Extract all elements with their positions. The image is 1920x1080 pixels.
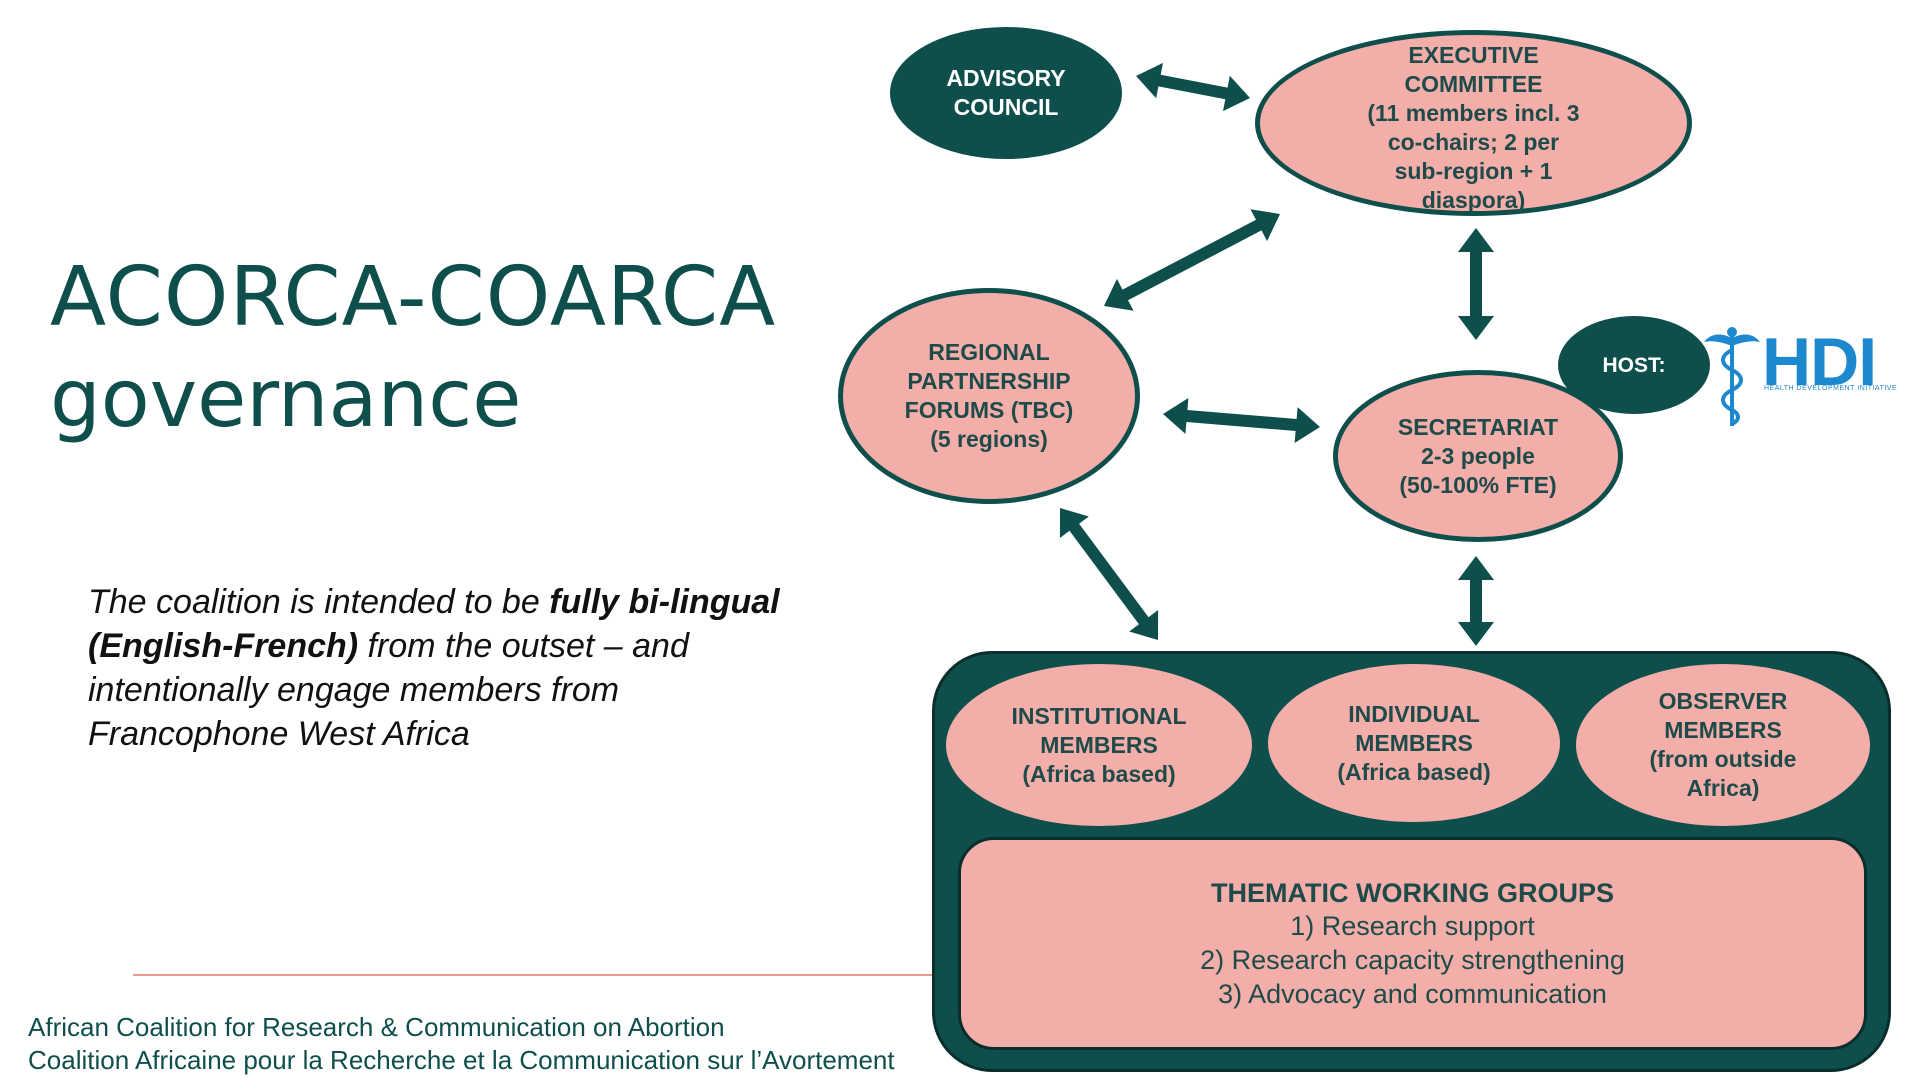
hdi-logo-text: HDI (1762, 324, 1877, 400)
caduceus-icon (1704, 327, 1760, 426)
working-groups-title: THEMATIC WORKING GROUPS (1211, 878, 1614, 908)
footer-french: Coalition Africaine pour la Recherche et… (28, 1045, 895, 1075)
host-badge: HOST: (1558, 316, 1710, 414)
executive-committee-node: EXECUTIVE COMMITTEE (11 members incl. 3 … (1255, 30, 1692, 216)
working-group-item: 1) Research support (1290, 911, 1535, 941)
slide-title: ACORCA-COARCA (50, 250, 777, 345)
footer-divider (133, 974, 943, 976)
arrow-regional-secretariat (1163, 398, 1320, 443)
footer-english: African Coalition for Research & Communi… (28, 1012, 725, 1042)
arrow-executive-secretariat (1458, 228, 1494, 340)
arrow-secretariat-members (1458, 556, 1494, 646)
institutional-members-node: INSTITUTIONAL MEMBERS (Africa based) (946, 664, 1252, 826)
working-group-item: 2) Research capacity strengthening (1200, 945, 1625, 975)
bilingual-note: The coalition is intended to be fully bi… (88, 583, 780, 753)
advisory-council-node: ADVISORY COUNCIL (890, 27, 1122, 159)
hdi-logo-subtitle: HEALTH DEVELOPMENT INITIATIVE (1764, 385, 1898, 392)
regional-forums-node: REGIONAL PARTNERSHIP FORUMS (TBC) (5 reg… (838, 288, 1140, 504)
arrow-executive-regional (1104, 209, 1280, 311)
arrow-regional-institutional (1059, 508, 1159, 640)
slide-subtitle: governance (50, 352, 522, 445)
observer-members-node: OBSERVER MEMBERS (from outside Africa) (1576, 664, 1870, 826)
arrow-advisory-executive (1136, 62, 1250, 112)
working-group-item: 3) Advocacy and communication (1218, 979, 1607, 1009)
thematic-working-groups-box: THEMATIC WORKING GROUPS 1) Research supp… (958, 837, 1867, 1050)
individual-members-node: INDIVIDUAL MEMBERS (Africa based) (1268, 664, 1560, 822)
secretariat-node: SECRETARIAT 2-3 people (50-100% FTE) (1333, 370, 1623, 542)
